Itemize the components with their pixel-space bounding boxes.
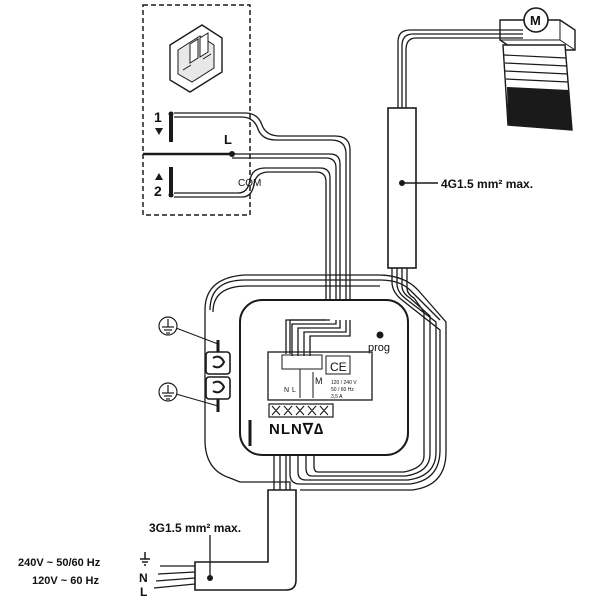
wall-switch-icon: [169, 24, 223, 93]
spec-line-2: 50 / 60 Hz: [331, 387, 354, 393]
mounting-box: [204, 274, 447, 496]
earth-icon-top: [158, 316, 178, 336]
motor-cable: [289, 29, 523, 485]
supply-voltage-us: 120V ~ 60 Hz: [32, 575, 99, 587]
terminal-labels: NLN∇∆: [269, 421, 324, 438]
cable-top-spec-label: 4G1.5 mm² max.: [441, 177, 533, 191]
inner-motor-label: M: [315, 376, 323, 386]
supply-voltage-eu: 240V ~ 50/60 Hz: [18, 557, 101, 569]
spec-line-3: 3,5 A: [331, 394, 343, 400]
inner-terminal-l: L: [292, 387, 296, 394]
supply-cable: [140, 489, 297, 591]
spec-line-1: 120 / 240 V: [331, 380, 357, 386]
arrow-down-icon: [155, 128, 163, 135]
roller-shutter-icon: [499, 7, 576, 131]
prog-button[interactable]: [376, 331, 384, 339]
earth-icon-bottom: [158, 382, 178, 402]
switch-wires: [174, 112, 351, 320]
motor-symbol-label: M: [530, 13, 541, 28]
supply-neutral-label: N: [139, 571, 148, 585]
ce-mark: CE: [330, 360, 347, 374]
switch-position-2-label: 2: [154, 183, 162, 199]
earth-connectors: [175, 327, 231, 412]
switch-contacts: [143, 111, 235, 198]
terminal-block: [268, 403, 334, 418]
switch-position-1-label: 1: [154, 109, 162, 125]
cable-bottom-spec-label: 3G1.5 mm² max.: [149, 521, 241, 535]
switch-live-label: L: [224, 132, 232, 147]
supply-live-label: L: [140, 585, 147, 599]
inner-terminal-n: N: [284, 387, 289, 394]
prog-label: prog: [368, 342, 390, 354]
arrow-up-icon: [155, 173, 163, 180]
switch-enclosure: [142, 4, 251, 216]
control-module: [239, 299, 409, 490]
